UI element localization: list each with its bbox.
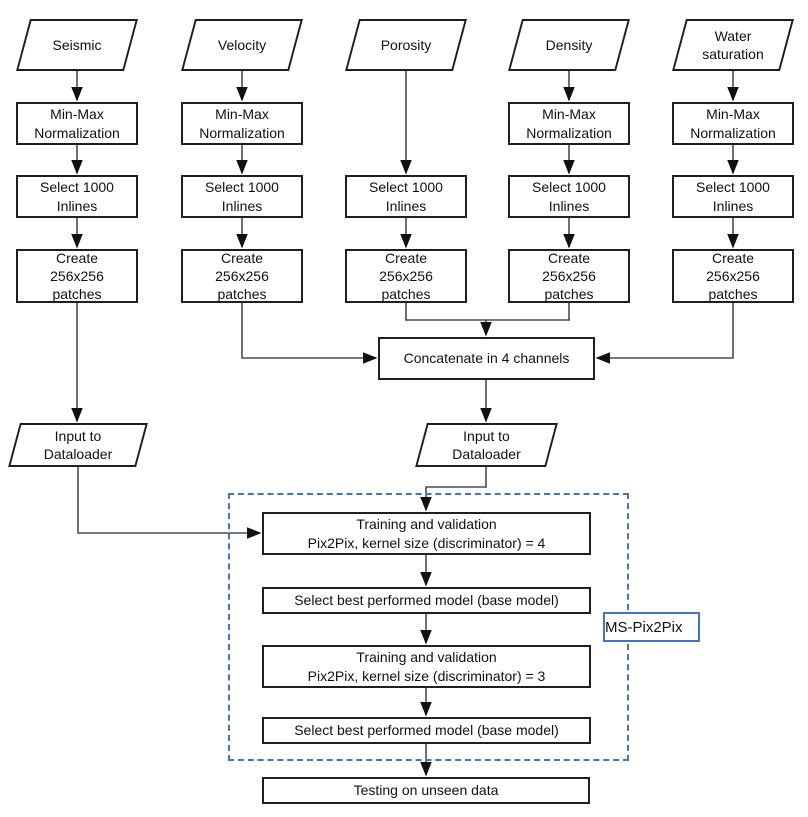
concatenate-box: Concatenate in 4 channels (378, 337, 595, 380)
select-inlines-box-velocity: Select 1000 Inlines (181, 175, 303, 218)
minmax-box-seismic: Min-Max Normalization (16, 102, 138, 145)
create-patches-box-porosity: Create 256x256 patches (345, 249, 467, 303)
select-best-model-box-2: Select best performed model (base model) (262, 717, 591, 744)
create-patches-box-water: Create 256x256 patches (672, 249, 794, 303)
input-seismic: Seismic (16, 19, 138, 71)
select-inlines-box-seismic: Select 1000 Inlines (16, 175, 138, 218)
select-inlines-box-porosity: Select 1000 Inlines (345, 175, 467, 218)
input-seismic-label: Seismic (52, 36, 102, 53)
input-velocity: Velocity (181, 19, 303, 71)
select-inlines-box-water: Select 1000 Inlines (672, 175, 794, 218)
create-patches-box-density: Create 256x256 patches (508, 249, 630, 303)
select-best-model-box-1: Select best performed model (base model) (262, 587, 591, 614)
testing-box: Testing on unseen data (262, 777, 590, 804)
minmax-box-density: Min-Max Normalization (508, 102, 630, 145)
arrow-velocity-patches-to-concat (241, 303, 378, 364)
input-water-saturation-label: Water saturation (702, 27, 764, 62)
arrow-left-dataloader-to-training1 (77, 467, 262, 539)
input-porosity: Porosity (345, 19, 467, 71)
input-density-label: Density (545, 36, 593, 53)
junction-porosity-density (405, 303, 570, 321)
training-k4-box: Training and validation Pix2Pix, kernel … (262, 512, 591, 555)
select-inlines-box-density: Select 1000 Inlines (508, 175, 630, 218)
dataloader-seismic-label: Input to Dataloader (43, 427, 113, 462)
input-water-saturation: Water saturation (672, 19, 794, 71)
create-patches-box-velocity: Create 256x256 patches (181, 249, 303, 303)
training-k3-box: Training and validation Pix2Pix, kernel … (262, 645, 591, 688)
ms-pix2pix-group-label: MS-Pix2Pix (603, 612, 700, 642)
dataloader-channels-label: Input to Dataloader (452, 427, 521, 462)
input-velocity-label: Velocity (217, 36, 267, 53)
minmax-box-water: Min-Max Normalization (672, 102, 794, 145)
input-porosity-label: Porosity (380, 36, 432, 53)
dataloader-seismic: Input to Dataloader (8, 423, 148, 467)
arrow-dataloader-to-training1 (420, 467, 487, 512)
arrow-water-patches-to-concat (595, 303, 734, 364)
input-density: Density (508, 19, 630, 71)
create-patches-box-seismic: Create 256x256 patches (16, 249, 138, 303)
minmax-box-velocity: Min-Max Normalization (181, 102, 303, 145)
dataloader-channels: Input to Dataloader (415, 423, 558, 467)
